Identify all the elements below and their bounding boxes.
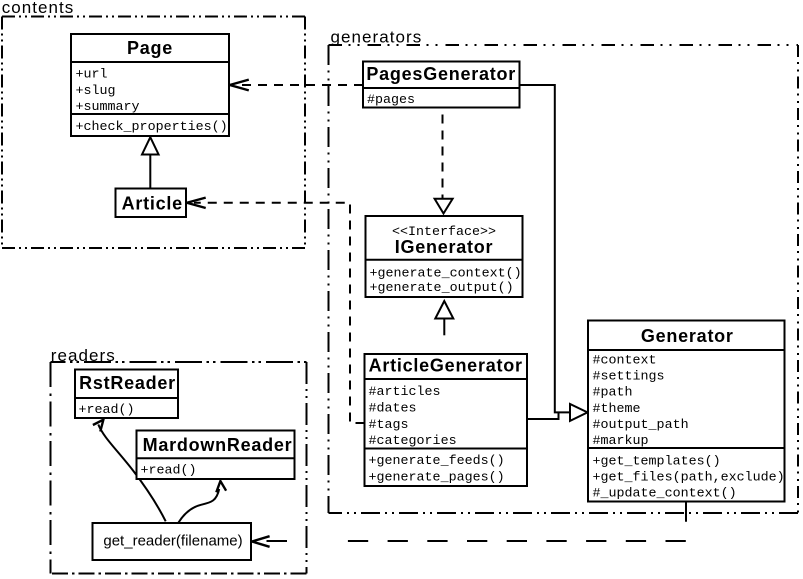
svg-text:+read(): +read(): [141, 464, 197, 479]
svg-text:<<Interface>>: <<Interface>>: [392, 225, 496, 240]
svg-text:generators: generators: [331, 28, 423, 47]
svg-text:PagesGenerator: PagesGenerator: [366, 64, 516, 84]
svg-text:+generate_context(): +generate_context(): [370, 267, 522, 282]
svg-text:+generate_pages(): +generate_pages(): [369, 470, 505, 485]
svg-text:+url: +url: [76, 68, 108, 83]
svg-text:contents: contents: [2, 0, 75, 17]
svg-text:#tags: #tags: [369, 418, 409, 433]
svg-text:+summary: +summary: [76, 100, 140, 115]
svg-text:Generator: Generator: [641, 326, 734, 346]
svg-text:MardownReader: MardownReader: [143, 435, 293, 455]
svg-text:#settings: #settings: [593, 370, 665, 385]
svg-text:#categories: #categories: [369, 434, 457, 449]
svg-text:#markup: #markup: [593, 434, 649, 449]
svg-text:#pages: #pages: [367, 93, 415, 108]
svg-text:RstReader: RstReader: [79, 373, 176, 393]
svg-text:#context: #context: [593, 354, 657, 369]
svg-text:Page: Page: [127, 38, 173, 58]
svg-text:ArticleGenerator: ArticleGenerator: [369, 356, 523, 376]
svg-text:+get_templates(): +get_templates(): [593, 454, 721, 469]
svg-text:#output_path: #output_path: [593, 418, 689, 433]
svg-text:+slug: +slug: [76, 84, 116, 99]
svg-text:Article: Article: [122, 193, 183, 213]
svg-text:#path: #path: [593, 386, 633, 401]
svg-text:+check_properties(): +check_properties(): [76, 120, 228, 135]
svg-text:#articles: #articles: [369, 385, 441, 400]
svg-text:#dates: #dates: [369, 402, 417, 417]
svg-text:IGenerator: IGenerator: [395, 237, 494, 257]
svg-text:get_reader(filename): get_reader(filename): [103, 533, 242, 550]
svg-text:readers: readers: [51, 346, 116, 365]
svg-text:+generate_feeds(): +generate_feeds(): [369, 454, 505, 469]
svg-text:+read(): +read(): [79, 403, 135, 418]
svg-text:#theme: #theme: [593, 402, 641, 417]
svg-text:+generate_output(): +generate_output(): [370, 281, 514, 296]
svg-text:+get_files(path,exclude): +get_files(path,exclude): [593, 471, 785, 486]
svg-text:#_update_context(): #_update_context(): [593, 486, 737, 501]
